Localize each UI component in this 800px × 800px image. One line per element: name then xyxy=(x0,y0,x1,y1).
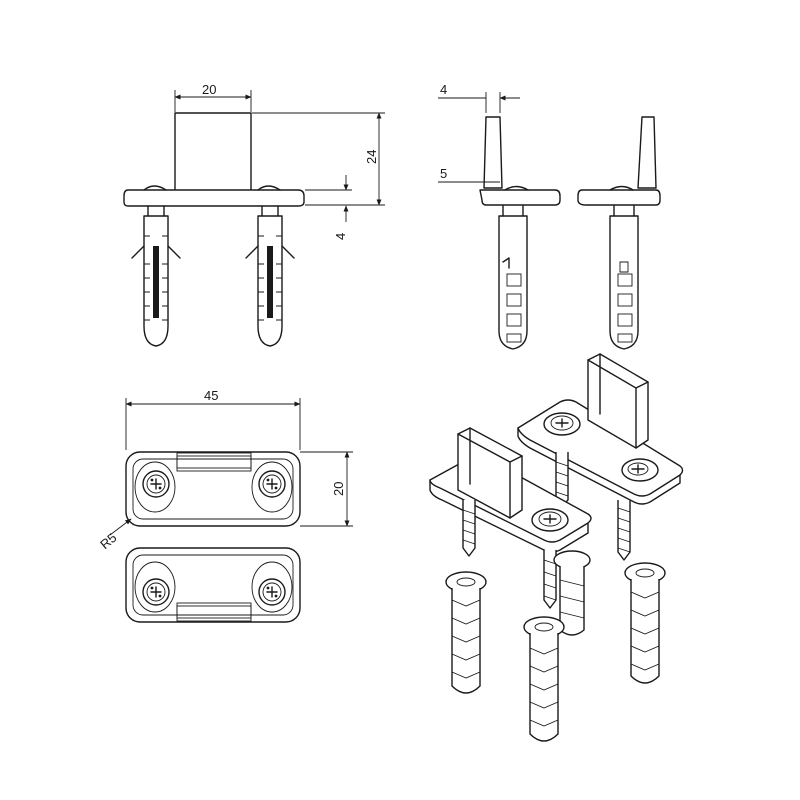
isometric-view xyxy=(429,353,684,742)
plan-screw-4 xyxy=(258,578,286,606)
dim-front-width: 20 xyxy=(202,82,216,97)
plan-screw-3 xyxy=(142,578,170,606)
plan-views: 45 20 R5 xyxy=(97,388,353,623)
dim-front-base: 4 xyxy=(333,233,348,240)
side-base-right xyxy=(577,189,661,206)
side-anchor-left xyxy=(498,205,528,350)
iso-anchor-4 xyxy=(624,562,666,684)
iso-anchor-2 xyxy=(553,550,591,636)
iso-bracket-back xyxy=(517,353,684,561)
front-anchor-left xyxy=(131,205,181,347)
dim-side-mid: 5 xyxy=(440,166,447,181)
side-base-left xyxy=(479,189,561,206)
dim-side-top: 4 xyxy=(440,82,447,97)
iso-anchor-1 xyxy=(445,571,487,694)
front-view: 20 24 4 xyxy=(123,82,385,347)
dim-plan-radius: R5 xyxy=(97,530,119,552)
dim-plan-height: 20 xyxy=(331,482,346,496)
iso-anchor-3 xyxy=(523,616,565,742)
side-anchor-right xyxy=(609,205,639,350)
front-anchor-right xyxy=(245,205,295,347)
dim-front-height: 24 xyxy=(364,150,379,164)
front-base-plate xyxy=(123,189,305,207)
side-views: 4 5 xyxy=(438,82,661,350)
iso-bracket-front xyxy=(429,427,592,609)
dim-plan-width: 45 xyxy=(204,388,218,403)
plan-screw-2 xyxy=(258,470,286,498)
front-blade xyxy=(174,112,252,192)
plan-screw-1 xyxy=(142,470,170,498)
